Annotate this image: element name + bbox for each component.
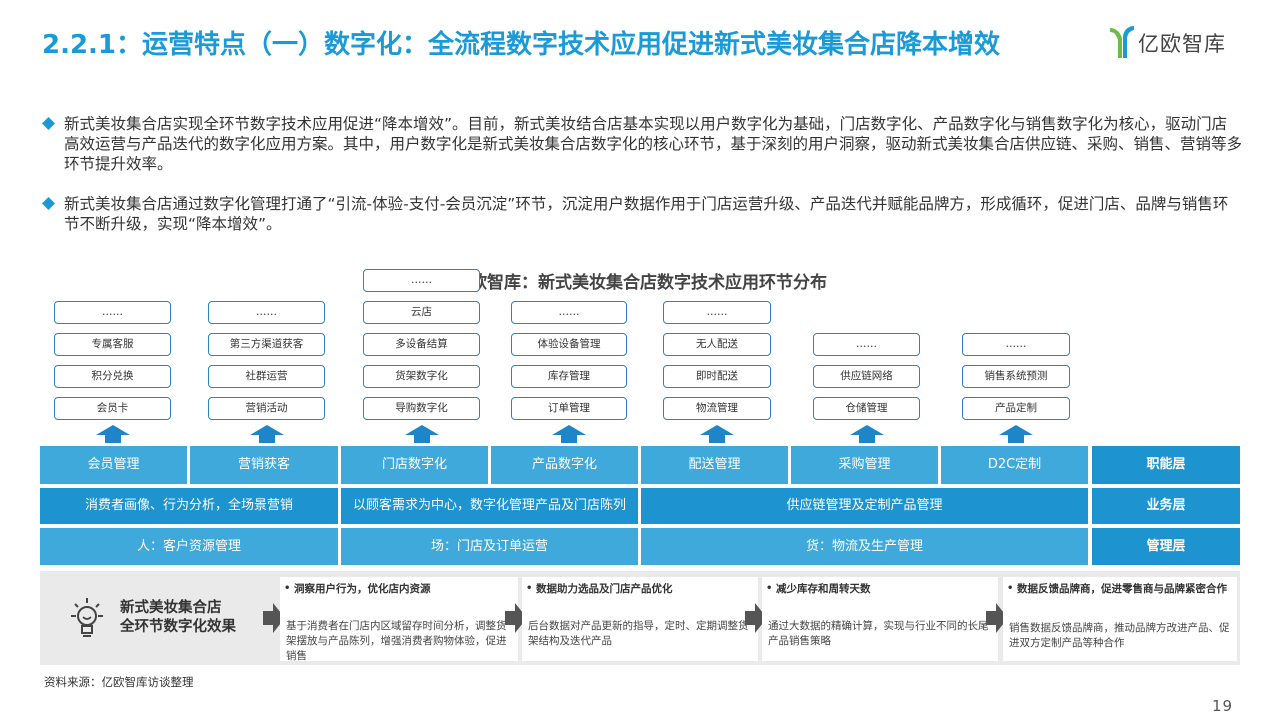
- row3-cell: 人：客户资源管理: [40, 528, 338, 565]
- row3-cell: 货：物流及生产管理: [641, 528, 1088, 565]
- application-item-box: 体验设备管理: [511, 333, 627, 356]
- row1-cell: 门店数字化: [341, 446, 488, 484]
- application-item-box: 社群运营: [208, 365, 325, 388]
- effect-heading: 数据反馈品牌商，促进零售商与品牌紧密合作: [1017, 583, 1227, 595]
- application-item-box: ……: [663, 301, 771, 324]
- effect-body: 基于消费者在门店内区域留存时间分析，调整货架摆放与产品陈列，增强消费者购物体验，…: [286, 620, 507, 662]
- bullet-text: 新式美妆集合店通过数字化管理打通了“引流-体验-支付-会员沉淀”环节，沉淀用户数…: [64, 195, 1229, 233]
- up-arrow-icon: [95, 425, 130, 443]
- source-note: 资料来源：亿欧智库访谈整理: [44, 675, 194, 689]
- effect-body: 后台数据对产品更新的指导，定时、定期调整货架结构及迭代产品: [528, 620, 749, 647]
- up-arrow-icon: [849, 425, 884, 443]
- application-item-box: ……: [813, 333, 920, 356]
- row1-cell: D2C定制: [941, 446, 1088, 484]
- application-item-box: 销售系统预测: [962, 365, 1070, 388]
- application-item-box: 物流管理: [663, 397, 771, 420]
- application-item-box: 即时配送: [663, 365, 771, 388]
- effect-panel: •减少库存和周转天数 通过大数据的精确计算，实现与行业不同的长尾产品销售策略: [762, 577, 998, 661]
- row2-cell: 消费者画像、行为分析，全场景营销: [40, 488, 338, 524]
- application-item-box: ……: [962, 333, 1070, 356]
- effect-panel: •洞察用户行为，优化店内资源 基于消费者在门店内区域留存时间分析，调整货架摆放与…: [280, 577, 518, 662]
- up-arrow-icon: [700, 425, 734, 443]
- row1-cell: 配送管理: [641, 446, 788, 484]
- effect-heading: 洞察用户行为，优化店内资源: [294, 583, 431, 595]
- effect-heading: 减少库存和周转天数: [776, 583, 871, 595]
- application-item-box: 第三方渠道获客: [208, 333, 325, 356]
- step-arrow-icon: [986, 603, 1008, 633]
- row2-cell: 供应链管理及定制产品管理: [641, 488, 1088, 524]
- effect-panel: •数据反馈品牌商，促进零售商与品牌紧密合作 销售数据反馈品牌商，推动品牌方改进产…: [1003, 577, 1237, 661]
- row2-cell: 以顾客需求为中心，数字化管理产品及门店陈列: [341, 488, 638, 524]
- layer-label-business: 业务层: [1092, 488, 1240, 524]
- row1-cell: 产品数字化: [491, 446, 638, 484]
- row3-cell: 场：门店及订单运营: [341, 528, 638, 565]
- application-item-box: ……: [208, 301, 325, 324]
- application-item-box: 专属客服: [54, 333, 171, 356]
- application-item-box: 订单管理: [511, 397, 627, 420]
- application-item-box: 产品定制: [962, 397, 1070, 420]
- effect-heading: 数据助力选品及门店产品优化: [536, 583, 673, 595]
- application-item-box: 营销活动: [208, 397, 325, 420]
- layer-label-function: 职能层: [1092, 446, 1240, 484]
- bullet-point: 新式美妆集合店实现全环节数字技术应用促进“降本增效”。目前，新式美妆结合店基本实…: [42, 114, 1242, 178]
- yiou-logo-icon: [1110, 26, 1134, 58]
- layer-label-management: 管理层: [1092, 528, 1240, 565]
- lightbulb-icon: [71, 598, 103, 637]
- application-item-box: 导购数字化: [363, 397, 480, 420]
- application-item-box: 仓储管理: [813, 397, 920, 420]
- effect-panel: •数据助力选品及门店产品优化 后台数据对产品更新的指导，定时、定期调整货架结构及…: [522, 577, 758, 661]
- bullet-point: 新式美妆集合店通过数字化管理打通了“引流-体验-支付-会员沉淀”环节，沉淀用户数…: [42, 194, 1242, 238]
- row1-cell: 会员管理: [40, 446, 187, 484]
- application-item-box: 多设备结算: [363, 333, 480, 356]
- application-item-box: ……: [511, 301, 627, 324]
- logo-text: 亿欧智库: [1138, 32, 1226, 56]
- page-number: 19: [1212, 697, 1234, 715]
- effect-body: 销售数据反馈品牌商，推动品牌方改进产品、促进双方定制产品等种合作: [1009, 622, 1230, 649]
- row1-cell: 营销获客: [190, 446, 338, 484]
- diamond-bullet-icon: [42, 117, 55, 130]
- application-item-box: 云店: [363, 301, 480, 324]
- application-item-box: 供应链网络: [813, 365, 920, 388]
- up-arrow-icon: [552, 425, 586, 443]
- application-item-box: 库存管理: [511, 365, 627, 388]
- diamond-bullet-icon: [42, 197, 55, 210]
- application-item-box: ……: [363, 269, 480, 292]
- effect-title: 新式美妆集合店 全环节数字化效果: [120, 600, 236, 635]
- up-arrow-icon: [404, 425, 439, 443]
- up-arrow-icon: [999, 425, 1033, 443]
- step-arrow-icon: [505, 603, 527, 633]
- brand-logo: 亿欧智库: [1108, 22, 1248, 62]
- application-item-box: ……: [54, 301, 171, 324]
- step-arrow-icon: [263, 603, 285, 633]
- application-item-box: 货架数字化: [363, 365, 480, 388]
- effect-body: 通过大数据的精确计算，实现与行业不同的长尾产品销售策略: [768, 620, 989, 647]
- application-item-box: 无人配送: [663, 333, 771, 356]
- up-arrow-icon: [249, 425, 284, 443]
- application-item-box: 积分兑换: [54, 365, 171, 388]
- page-title: 2.2.1：运营特点（一）数字化：全流程数字技术应用促进新式美妆集合店降本增效: [42, 30, 1001, 60]
- row1-cell: 采购管理: [791, 446, 938, 484]
- step-arrow-icon: [745, 603, 767, 633]
- bullet-text: 新式美妆集合店实现全环节数字技术应用促进“降本增效”。目前，新式美妆结合店基本实…: [64, 115, 1243, 173]
- application-item-box: 会员卡: [54, 397, 171, 420]
- chart-title: 亿欧智库：新式美妆集合店数字技术应用环节分布: [453, 273, 827, 293]
- effect-section: 新式美妆集合店 全环节数字化效果 •洞察用户行为，优化店内资源 基于消费者在门店…: [40, 571, 1240, 665]
